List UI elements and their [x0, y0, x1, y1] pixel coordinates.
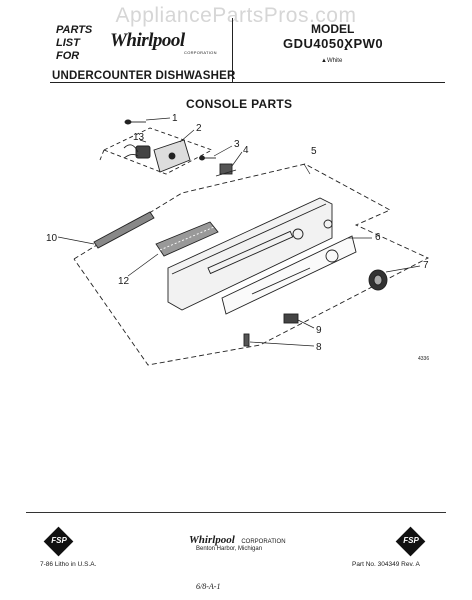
brand-corporation: CORPORATION: [184, 50, 217, 55]
product-title: UNDERCOUNTER DISHWASHER: [52, 70, 236, 82]
switch-part-13: [123, 144, 151, 159]
callout-8: 8: [316, 342, 322, 353]
pin-part-8: [243, 333, 250, 347]
watermark: AppliancePartsPros.com: [115, 4, 357, 27]
model-number: GDU4050XPW0: [283, 36, 384, 51]
callout-10: 10: [46, 233, 58, 244]
figure-number: 4336: [418, 356, 430, 362]
footer-brand-corporation: CORPORATION: [241, 539, 286, 545]
callout-2: 2: [196, 123, 202, 134]
section-title: CONSOLE PARTS: [186, 97, 293, 111]
control-part-12: [155, 221, 219, 257]
footer-rule: [26, 512, 446, 513]
whirlpool-logo: Whirlpool CORPORATION: [110, 30, 216, 55]
brand-name: Whirlpool: [110, 30, 185, 51]
callout-3: 3: [234, 139, 240, 150]
callout-7: 7: [423, 260, 429, 271]
title-rule: [50, 82, 232, 83]
switch-assembly-outline: [99, 127, 214, 175]
parts-list-label: PARTS LIST FOR: [56, 24, 104, 63]
footer-address: Benton Harbor, Michigan: [196, 546, 263, 552]
litho-note: 7-86 Litho in U.S.A.: [40, 561, 97, 568]
parts-list-line: PARTS: [56, 24, 93, 36]
clip-part-4: [215, 163, 237, 177]
fsp-logo-left: FSP: [43, 526, 74, 557]
fsp-logo-right: FSP: [395, 526, 426, 557]
console-panel-part-5: [167, 197, 333, 311]
screw-part-1: [124, 119, 146, 125]
callout-4: 4: [243, 145, 249, 156]
overlay-part-6: [221, 235, 357, 315]
fsp-label: FSP: [403, 536, 419, 545]
part-number: Part No. 304349 Rev. A: [352, 561, 420, 568]
callout-1: 1: [172, 113, 178, 124]
model-color-note: ▲White: [321, 58, 343, 64]
model-label: MODEL: [311, 22, 355, 36]
rod-part-10: [93, 211, 155, 249]
callout-6: 6: [375, 232, 381, 243]
callout-12: 12: [118, 276, 130, 287]
model-marker: ▲: [343, 46, 349, 52]
footer-brand: Whirlpool CORPORATION: [189, 530, 286, 548]
footer-brand-name: Whirlpool: [189, 534, 235, 546]
handwritten-note: 6/8-A-1: [196, 582, 221, 591]
leader-lines: [57, 117, 421, 347]
callout-9: 9: [316, 325, 322, 336]
callout-13: 13: [133, 132, 145, 143]
knob-part-7: [368, 269, 388, 291]
parts-list-line: LIST: [56, 37, 80, 49]
fsp-label: FSP: [51, 536, 67, 545]
console-assembly-outline: [73, 163, 430, 366]
bracket-part-2: [153, 139, 191, 173]
callout-5: 5: [311, 146, 317, 157]
screw-part-3: [199, 155, 216, 161]
model-box: MODEL GDU4050XPW0 ▲White ▲: [232, 18, 445, 83]
parts-list-line: FOR: [56, 50, 80, 62]
button-part-9: [283, 313, 299, 324]
